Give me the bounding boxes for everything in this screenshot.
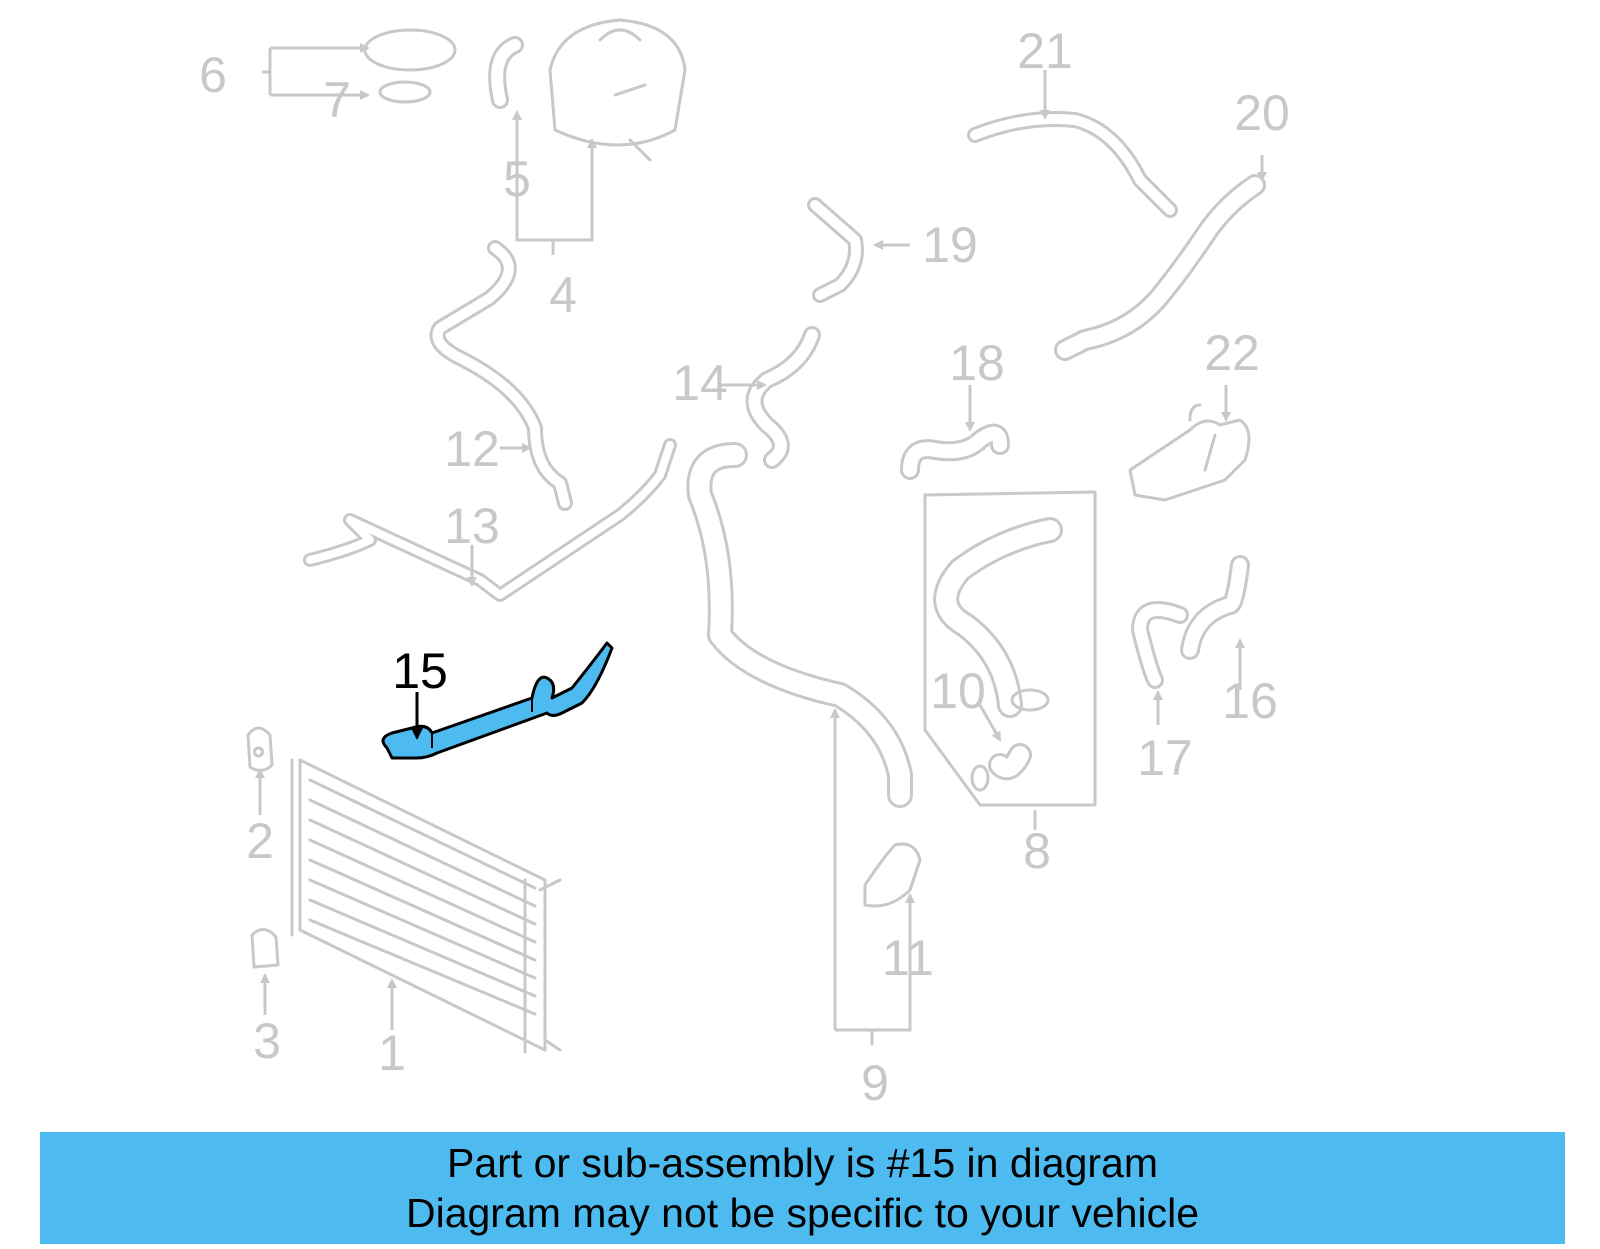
label-part-7: 7	[323, 72, 351, 128]
label-part-18: 18	[949, 335, 1005, 391]
label-part-5: 5	[503, 151, 531, 207]
banner-line-part: Part or sub-assembly is #15 in diagram	[447, 1140, 1158, 1186]
label-part-21: 21	[1017, 23, 1073, 79]
label-part-16: 16	[1222, 673, 1278, 729]
hose-kit-frame	[923, 490, 1097, 807]
label-part-10: 10	[930, 663, 986, 719]
label-part-3: 3	[253, 1013, 281, 1069]
label-part-13: 13	[444, 498, 500, 554]
label-part-11: 11	[882, 930, 934, 986]
expansion-tank	[548, 18, 687, 162]
upper-mount-bracket	[246, 726, 274, 772]
cap-seal	[378, 80, 432, 104]
label-part-14: 14	[672, 355, 728, 411]
label-part-2: 2	[246, 813, 274, 869]
thermostat-housing	[1128, 403, 1251, 502]
hose-clamp	[1010, 688, 1050, 712]
label-part-22: 22	[1204, 325, 1260, 381]
label-part-1: 1	[378, 1025, 406, 1081]
label-part-19: 19	[922, 217, 978, 273]
coolant-hose-21	[967, 111, 1178, 218]
highlighted-part-15[interactable]	[381, 641, 614, 760]
label-part-4: 4	[549, 267, 577, 323]
reservoir-cap	[363, 28, 457, 72]
radiator	[290, 758, 562, 1054]
coolant-flange	[863, 842, 922, 908]
lower-mount-bracket	[250, 928, 280, 969]
info-banner: Part or sub-assembly is #15 in diagram D…	[40, 1132, 1565, 1244]
label-part-8: 8	[1023, 823, 1051, 879]
label-part-9: 9	[861, 1055, 889, 1111]
label-part-15: 15	[392, 643, 448, 699]
label-part-6: 6	[199, 47, 227, 103]
label-part-12: 12	[444, 421, 500, 477]
label-part-17: 17	[1137, 730, 1193, 786]
label-part-20: 20	[1234, 85, 1290, 141]
banner-line-disclaimer: Diagram may not be specific to your vehi…	[405, 1190, 1199, 1236]
